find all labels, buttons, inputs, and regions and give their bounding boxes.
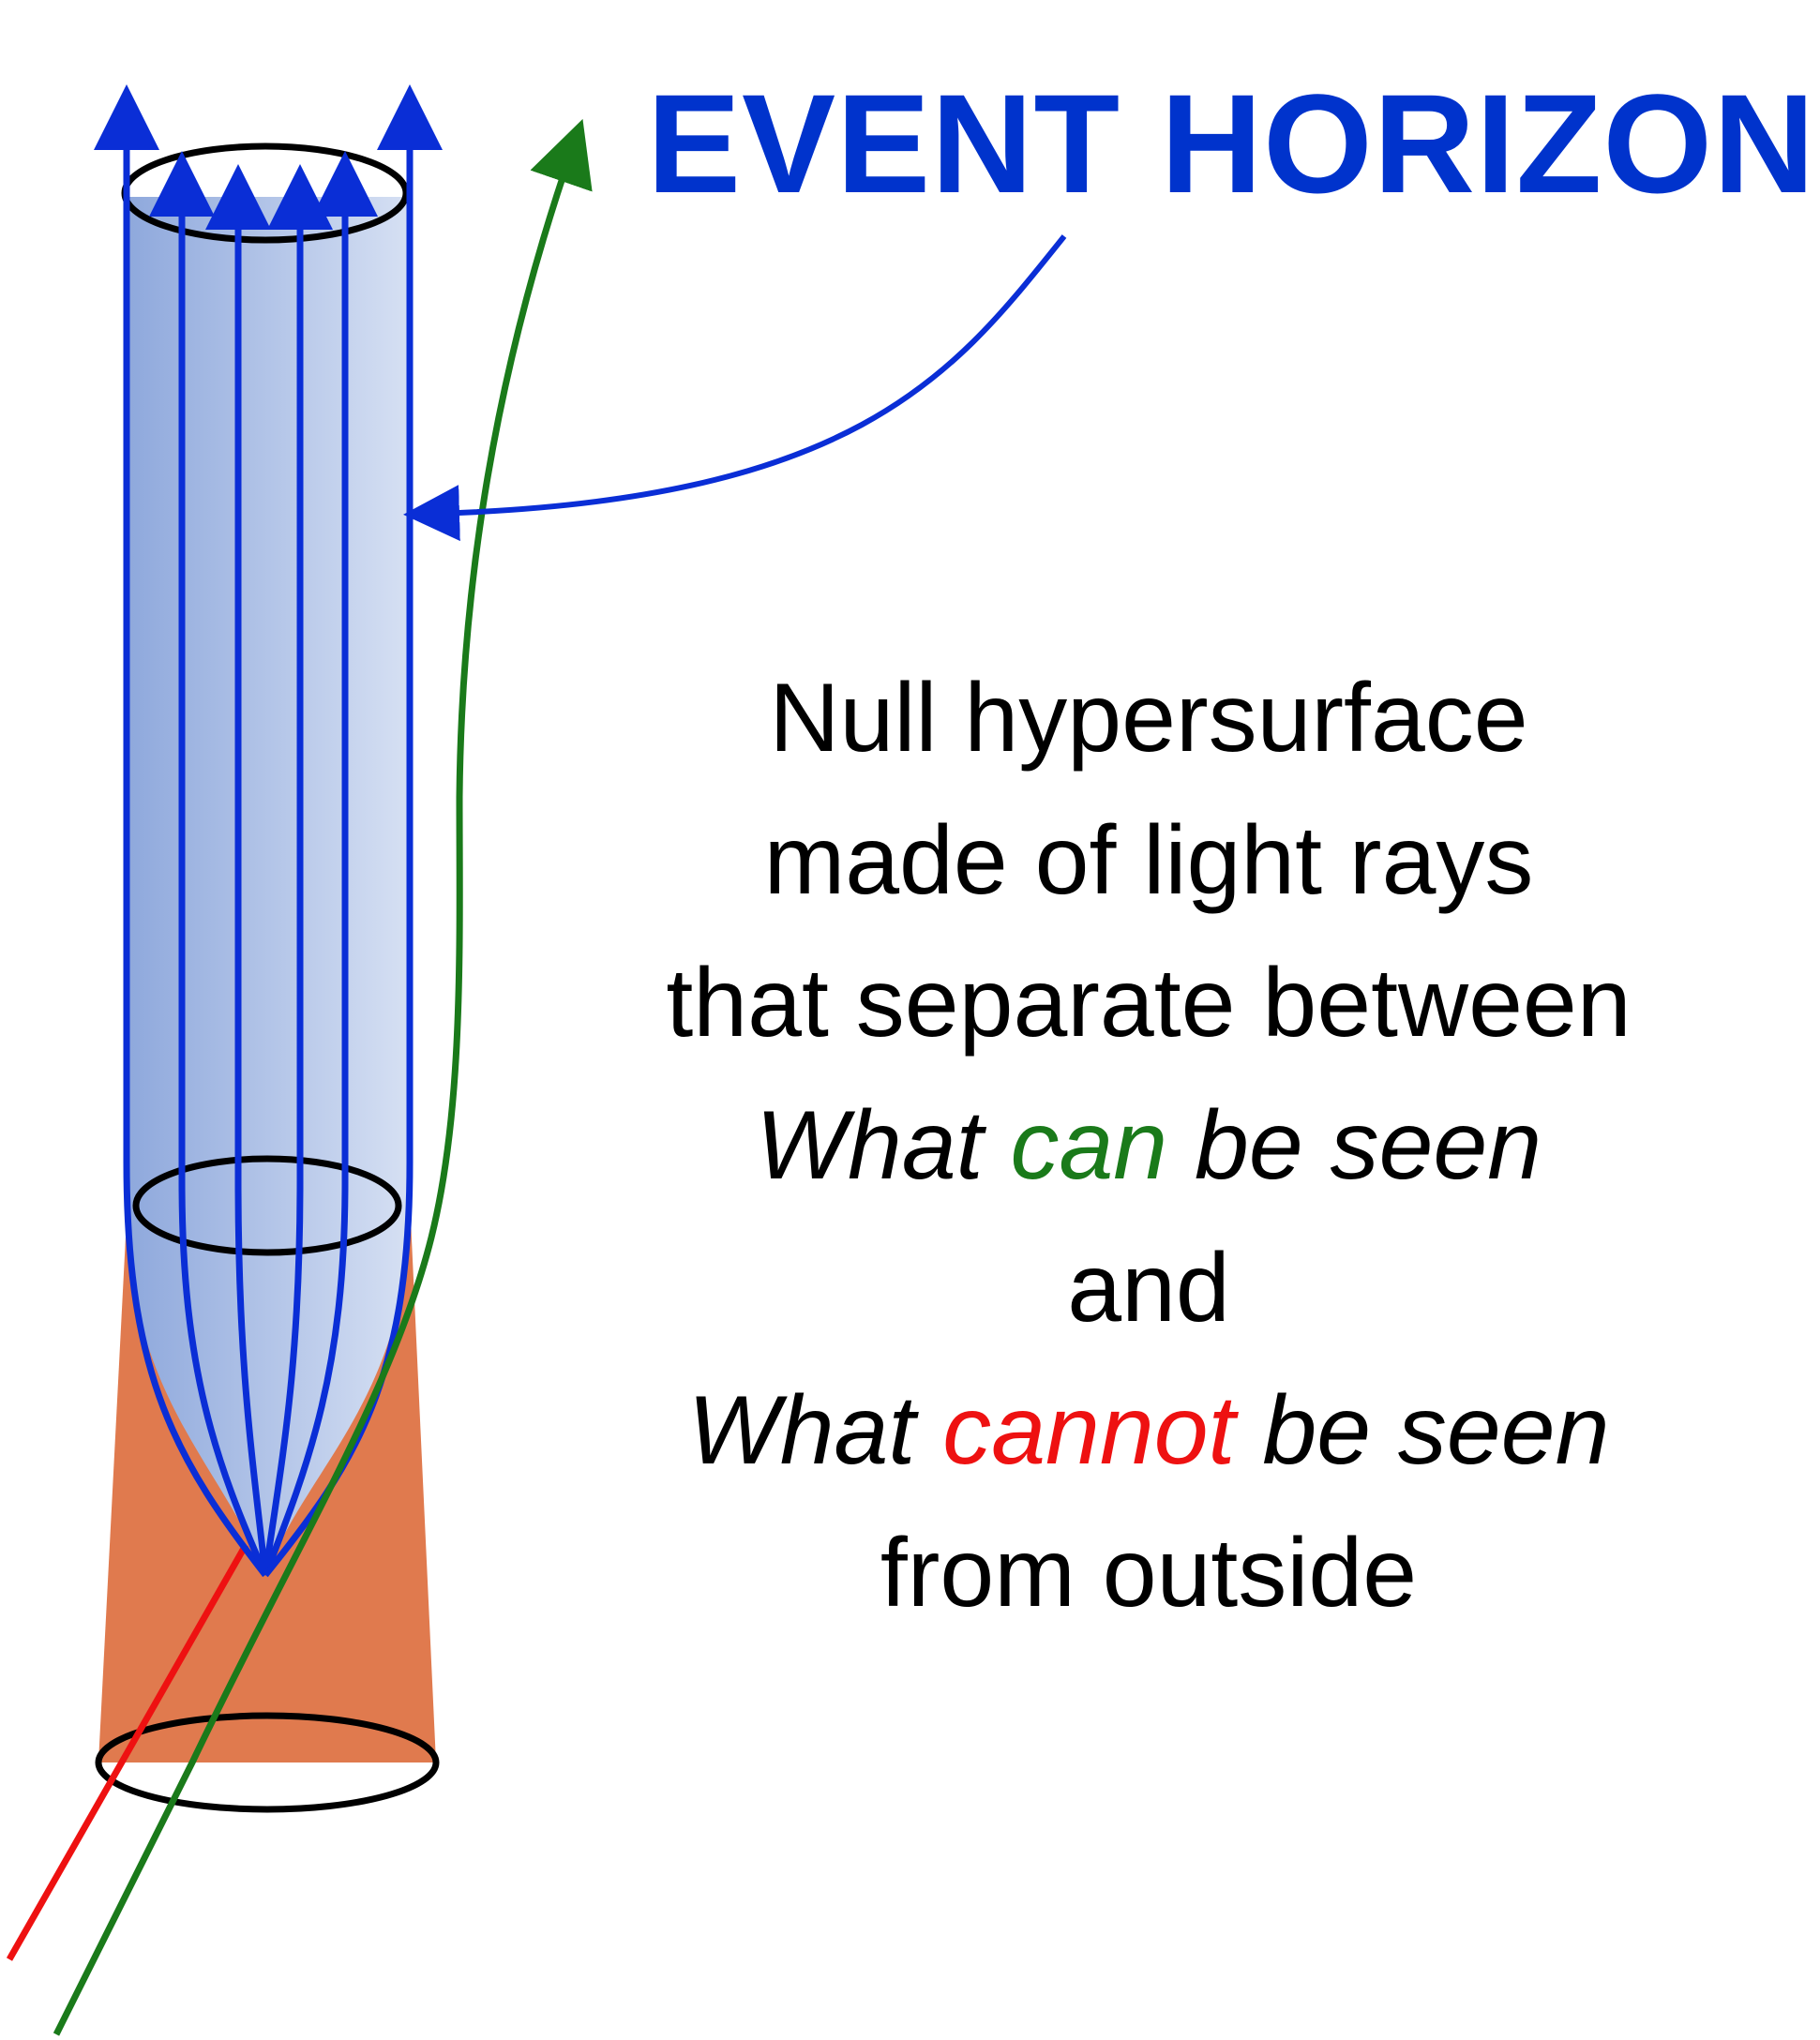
horizon-ray [262, 151, 378, 1577]
text-what: What [687, 1376, 943, 1485]
description-line: from outside [880, 1519, 1418, 1628]
description-line: that separate between [666, 949, 1632, 1058]
horizon-ray [262, 164, 333, 1576]
escaping-light-ray [53, 118, 593, 2036]
text-be-seen: be seen [1167, 1091, 1542, 1200]
trapped-light-ray [6, 1543, 249, 1961]
horizon-description: Null hypersurface made of light rays tha… [553, 647, 1744, 1644]
text-be-seen: be seen [1235, 1376, 1610, 1485]
star-bottom-ring [95, 1712, 440, 1813]
description-line: made of light rays [763, 806, 1534, 915]
text-cannot: cannot [942, 1376, 1236, 1485]
diagram-title: EVENT HORIZON [647, 65, 1816, 222]
text-what: What [755, 1091, 1011, 1200]
horizon-ray [94, 84, 268, 1578]
horizon-pointer-arrow [403, 234, 1067, 542]
description-line: Null hypersurface [769, 664, 1528, 772]
description-line: and [1067, 1234, 1230, 1342]
horizon-ray [205, 164, 271, 1576]
horizon-ray [149, 151, 269, 1577]
horizon-surface [121, 142, 410, 1575]
horizon-middle-ring [132, 1155, 402, 1256]
text-can: can [1010, 1091, 1168, 1200]
description-line-cannot: What cannot be seen [553, 1359, 1744, 1502]
description-line-can: What can be seen [553, 1074, 1744, 1217]
